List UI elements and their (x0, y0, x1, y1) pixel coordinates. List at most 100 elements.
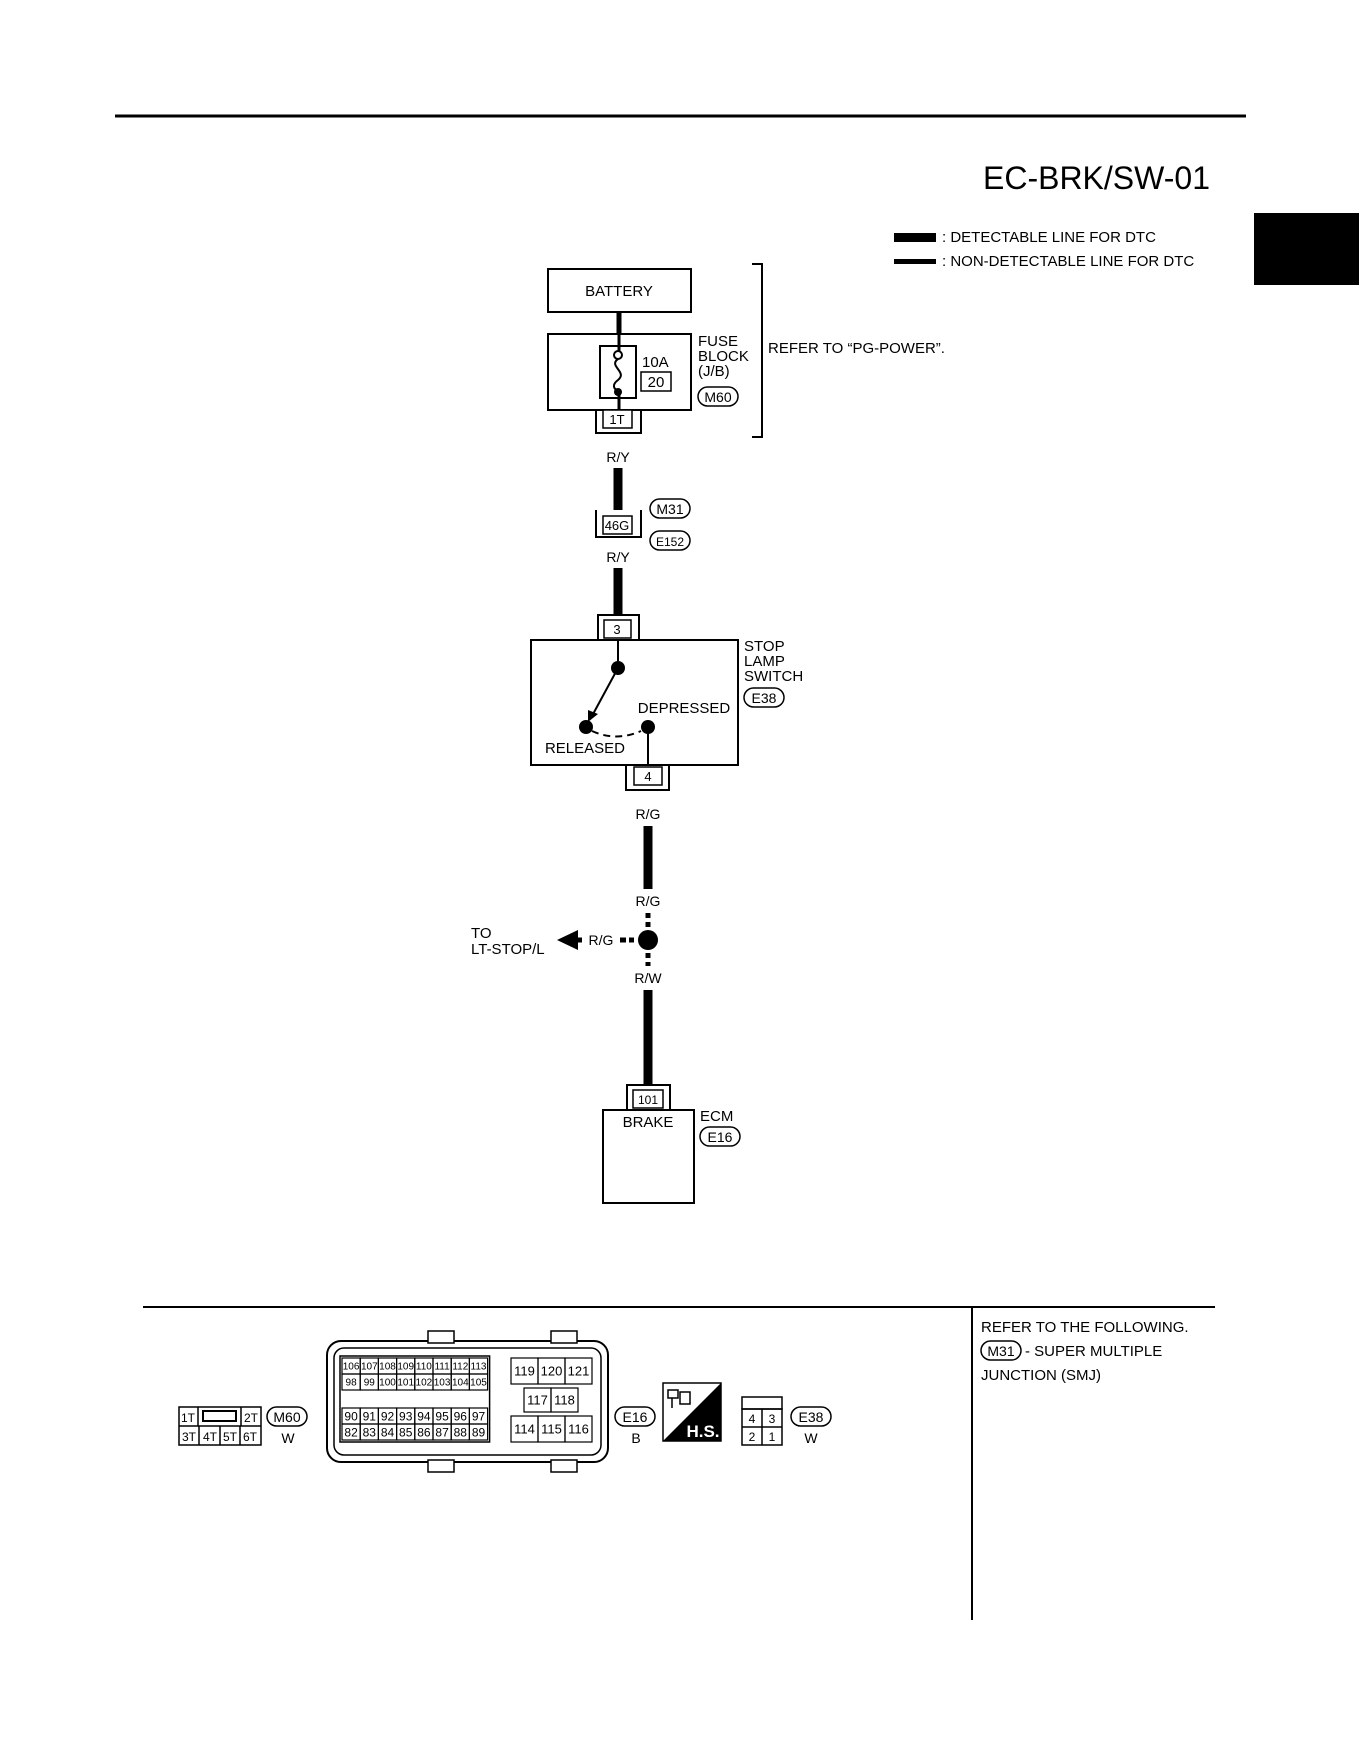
notes-smj-badge (980, 1340, 1022, 1361)
hs-label: H.S. (686, 1422, 719, 1441)
hs-plug-icon (667, 1389, 679, 1399)
harness-side-icon: H.S. (662, 1382, 722, 1442)
e16-pin: 97 (472, 1409, 486, 1423)
branch-arrow-icon (557, 930, 578, 950)
junction-connector-bottom: E152 (656, 535, 684, 549)
connector-m60: 1T 2T 3T 4T 5T 6T M60 W (178, 1406, 308, 1446)
e16-pin: 116 (568, 1422, 589, 1437)
stop-lamp-switch-box (530, 639, 739, 766)
e16-latch (427, 1459, 455, 1473)
m60-pin: 5T (223, 1430, 238, 1444)
fuse-icon (612, 358, 622, 393)
power-bracket (752, 263, 763, 438)
e16-pin: 109 (397, 1362, 414, 1373)
ecm-box (602, 1109, 695, 1204)
terminal-1t-bracket (595, 410, 642, 434)
e38-color: W (804, 1430, 818, 1446)
e16-id: E16 (623, 1409, 648, 1425)
wire-label-1: R/Y (606, 449, 630, 465)
e16-pin-cell (564, 1357, 593, 1385)
e16-pin: 102 (416, 1378, 433, 1389)
e16-pin: 91 (363, 1409, 377, 1423)
terminal-3-box (603, 619, 632, 639)
fuse-amperage: 10A (642, 354, 669, 371)
m60-key (202, 1410, 237, 1422)
connector-e38: 4 3 2 1 E38 W (741, 1396, 832, 1446)
m60-id: M60 (273, 1409, 300, 1425)
e16-pin: 113 (471, 1362, 487, 1373)
e16-pin: 115 (541, 1422, 562, 1437)
e16-pin: 106 (343, 1362, 360, 1373)
junction-connector-top-badge (649, 498, 691, 519)
e16-left-frame (339, 1355, 491, 1443)
m60-badge (266, 1406, 308, 1427)
switch-arm (591, 667, 619, 717)
e16-pin: 119 (514, 1364, 535, 1379)
legend-detectable-swatch (894, 233, 936, 242)
e16-pin-cell (550, 1387, 579, 1413)
e16-pin: 82 (344, 1425, 358, 1439)
m60-pin: 6T (243, 1430, 258, 1444)
wire-label-5: R/G (589, 932, 614, 948)
m60-pin: 3T (182, 1430, 197, 1444)
fuse-block-label-1: FUSE (698, 333, 738, 350)
switch-connector-badge (743, 687, 785, 708)
e16-pin: 114 (514, 1422, 535, 1437)
fuse-block-label-3: (J/B) (698, 363, 730, 380)
terminal-1t-label: 1T (609, 412, 624, 427)
fuse-block-label-2: BLOCK (698, 348, 749, 365)
switch-contact-released (579, 720, 593, 734)
wire-label-4: R/G (636, 893, 661, 909)
m60-pin: 1T (181, 1411, 196, 1425)
e16-pin: 117 (527, 1393, 548, 1408)
ecm-connector-id: E16 (708, 1129, 733, 1145)
switch-connector-id: E38 (752, 690, 777, 706)
branch-label-2: LT-STOP/L (471, 941, 545, 958)
ecm-brake-label: BRAKE (623, 1114, 674, 1131)
notes-smj-id: M31 (987, 1343, 1014, 1359)
refer-pg-power: REFER TO “PG-POWER”. (768, 340, 945, 357)
e16-pin: 96 (454, 1409, 468, 1423)
e16-pin: 110 (416, 1362, 432, 1373)
e16-pin-cell (564, 1415, 593, 1443)
fuse-connector-badge (697, 386, 739, 407)
terminal-101-box (632, 1089, 664, 1109)
switch-arm-arrow (588, 710, 598, 722)
notes-line-1: REFER TO THE FOLLOWING. (981, 1319, 1189, 1336)
e16-pin: 120 (541, 1364, 563, 1379)
section-tab (1254, 213, 1359, 285)
e38-pin: 1 (769, 1430, 776, 1444)
wire-label-3: R/G (636, 806, 661, 822)
e16-pin: 94 (417, 1409, 431, 1423)
e16-pin: 121 (568, 1364, 590, 1379)
junction-terminal-label: 46G (605, 518, 630, 533)
switch-label-2: LAMP (744, 653, 785, 670)
e16-latch (427, 1330, 455, 1344)
e16-badge (614, 1406, 656, 1427)
e16-pin: 98 (346, 1378, 358, 1389)
e38-id: E38 (799, 1409, 824, 1425)
e16-pin: 90 (344, 1409, 358, 1423)
e16-pin: 86 (417, 1425, 431, 1439)
e16-latch (550, 1459, 578, 1473)
e16-pin-cell (468, 1373, 489, 1391)
terminal-101-bracket (626, 1084, 671, 1110)
e16-pin: 107 (361, 1362, 378, 1373)
m60-color: W (281, 1430, 295, 1446)
e16-pin: 92 (381, 1409, 395, 1423)
e16-pin: 100 (379, 1378, 396, 1389)
e16-pin: 95 (435, 1409, 449, 1423)
fuse-terminal-top (613, 350, 623, 360)
m60-pin: 4T (203, 1430, 218, 1444)
e16-pin: 111 (434, 1362, 450, 1373)
legend-non-detectable-swatch (894, 259, 936, 264)
switch-depressed-label: DEPRESSED (638, 700, 731, 717)
e16-pin-cell (468, 1423, 489, 1441)
junction-connector-top: M31 (656, 501, 683, 517)
e38-key (741, 1396, 783, 1410)
e16-pin: 88 (454, 1425, 468, 1439)
switch-label-1: STOP (744, 638, 785, 655)
